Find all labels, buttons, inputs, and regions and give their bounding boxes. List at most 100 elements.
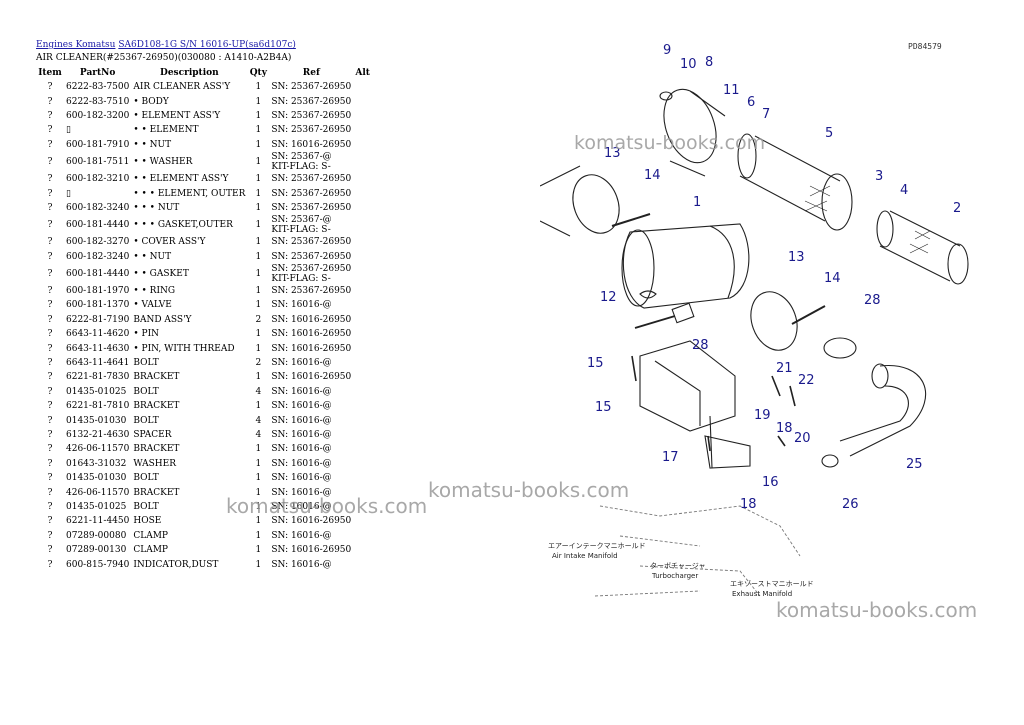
cell-partno: 600-815-7940 — [66, 559, 130, 570]
cell-qty: 1 — [255, 237, 262, 248]
callout-15: 15 — [595, 400, 612, 415]
callout-14-lower: 14 — [824, 271, 841, 286]
cell-description: • • NUT — [133, 139, 172, 150]
cell-partno: 6222-81-7190 — [66, 314, 130, 325]
callout-24: 22 — [798, 373, 815, 388]
cell-description: • • WASHER — [133, 156, 193, 167]
cell-qty: 1 — [255, 530, 262, 541]
cell-qty: 1 — [255, 401, 262, 412]
cell-item: ? — [47, 82, 53, 93]
diagram-code: PD84579 — [908, 42, 942, 51]
cell-partno: 600-182-3200 — [66, 110, 130, 121]
cell-alt — [353, 109, 372, 123]
cell-item: ? — [47, 174, 53, 185]
callout-5: 5 — [825, 126, 833, 141]
cell-alt — [353, 557, 372, 571]
cell-partno: 600-181-7910 — [66, 139, 130, 150]
cell-ref: SN: 16016-26950 — [271, 329, 352, 340]
cell-ref: SN: 25367-26950 — [271, 96, 352, 107]
callout-11: 11 — [723, 83, 740, 98]
cell-qty: 1 — [255, 156, 262, 167]
cell-description: BRACKET — [133, 487, 180, 498]
cell-alt — [353, 428, 372, 442]
callout-13-upper: 13 — [604, 146, 621, 161]
engine-outline — [594, 505, 801, 597]
cell-partno: 600-181-1970 — [66, 286, 130, 297]
cell-description: BAND ASS'Y — [133, 314, 192, 325]
callout-7: 7 — [762, 107, 770, 122]
cell-partno: 01435-01030 — [66, 415, 127, 426]
cell-qty: 1 — [255, 516, 262, 527]
band-13-lower — [750, 291, 798, 351]
cell-partno: 426-06-11570 — [66, 487, 130, 498]
cell-partno: 6222-83-7500 — [66, 82, 130, 93]
gasket-10 — [659, 91, 673, 101]
cell-qty: 1 — [255, 329, 262, 340]
cell-partno: 01435-01025 — [66, 386, 127, 397]
cell-item: ? — [47, 202, 53, 213]
callout-16: 15 — [587, 356, 604, 371]
cell-ref: SN: 25367-26950 — [271, 125, 352, 136]
cell-qty: 1 — [255, 174, 262, 185]
cell-alt — [353, 264, 372, 284]
cell-item: ? — [47, 501, 53, 512]
cell-description: • PIN — [133, 329, 159, 340]
cell-alt — [353, 186, 372, 200]
cell-item: ? — [47, 220, 53, 231]
cell-description: AIR CLEANER ASS'Y — [133, 82, 231, 93]
ref-kit-flag: KIT-FLAG: S- — [271, 273, 331, 284]
cell-qty: 1 — [255, 220, 262, 231]
cell-alt — [353, 284, 372, 298]
cell-alt — [353, 152, 372, 172]
header-ref: Ref — [302, 68, 320, 78]
cell-alt — [353, 298, 372, 312]
cell-ref: SN: 25367-26950 — [271, 82, 352, 93]
cell-partno: 600-181-4440 — [66, 268, 130, 279]
cell-partno: 01435-01030 — [66, 473, 127, 484]
cell-qty: 1 — [255, 82, 262, 93]
watermark: komatsu-books.com — [428, 478, 630, 502]
callout-8: 8 — [705, 55, 713, 70]
cell-qty: 2 — [255, 358, 262, 369]
cell-qty: 1 — [255, 372, 262, 383]
ring-8 — [663, 88, 726, 177]
cell-alt — [353, 235, 372, 249]
cell-ref: SN: 25367-26950 — [271, 251, 352, 262]
cell-item: ? — [47, 251, 53, 262]
cell-partno: 426-06-11570 — [66, 444, 130, 455]
callout-20: 18 — [776, 421, 793, 436]
page-subtitle: AIR CLEANER(#25367-26950)(030080 : A1410… — [36, 53, 292, 63]
header-item: Item — [38, 68, 62, 78]
cell-ref: SN: 16016-@ — [271, 300, 332, 311]
ref-kit-flag: KIT-FLAG: S- — [271, 225, 331, 236]
breadcrumb-link-engines[interactable]: Engines Komatsu — [36, 40, 116, 50]
cell-description: SPACER — [133, 430, 172, 440]
cell-ref: SN: 16016-@ — [271, 487, 332, 498]
cell-partno: 600-181-7511 — [66, 156, 130, 167]
cell-ref: SN: 25367-26950 — [271, 110, 352, 121]
cell-alt — [353, 543, 372, 557]
header-qty: Qty — [249, 68, 267, 78]
breadcrumb-link-model[interactable]: SA6D108-1G S/N 16016-UP(sa6d107c) — [118, 40, 296, 50]
cell-item: ? — [47, 96, 53, 107]
callout-12: 12 — [600, 290, 617, 305]
cell-qty: 1 — [255, 487, 262, 498]
cell-ref: SN: 25367-26950 — [271, 202, 352, 213]
cell-qty: 1 — [255, 286, 262, 297]
cell-description: WASHER — [133, 458, 177, 469]
cell-ref: SN: 16016-@ — [271, 415, 332, 426]
cell-partno: 600-182-3270 — [66, 237, 130, 248]
callout-19: 18 — [740, 497, 757, 512]
label-intake-jp: エアーインテークマニホールド — [548, 542, 646, 550]
bracket-17 — [704, 415, 751, 469]
cell-alt — [353, 471, 372, 485]
cell-description: • VALVE — [133, 300, 172, 311]
cell-alt — [353, 215, 372, 235]
